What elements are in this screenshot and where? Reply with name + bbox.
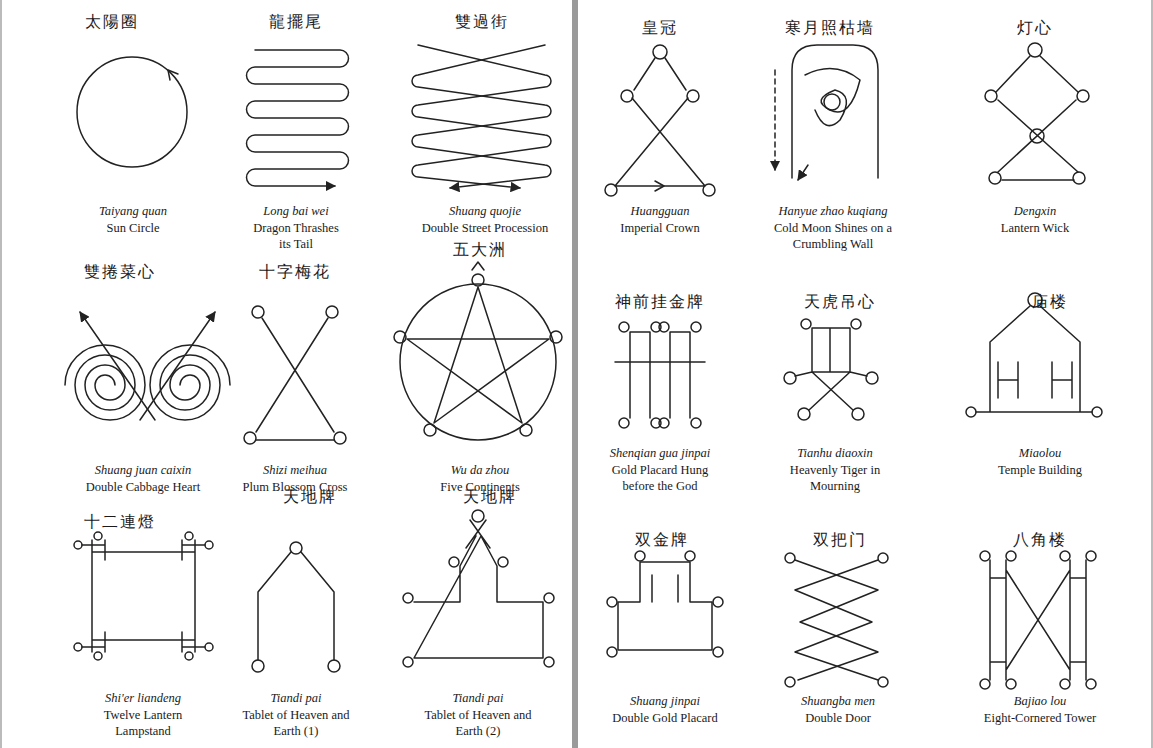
figure-pinyin: Tiandi pai [270,690,321,706]
figure-pinyin: Shi'er liandeng [105,690,181,706]
figure-pinyin: Tiandi pai [452,690,503,706]
figure-caption: Tablet of Heaven and Earth (2) [413,707,543,740]
figure-pinyin: Huangguan [630,203,689,219]
figure-title: 神前挂金牌 [615,292,705,313]
figure-title: 庙楼 [1032,292,1068,313]
figure-title: 天地牌 [283,487,337,508]
figure-caption: Double Door [758,710,918,726]
figure-title: 雙過街 [455,12,509,33]
figure-pinyin: Dengxin [1014,203,1056,219]
figure-caption: Cold Moon Shines on a Crumbling Wall [758,220,908,253]
figure-caption: Gold Placard Hung before the God [595,462,725,495]
figure-caption: Imperial Crown [585,220,735,236]
figure-caption: Tablet of Heaven and Earth (1) [231,707,361,740]
figure-pinyin: Shuang juan caixin [95,462,192,478]
figure-pinyin: Shizi meihua [263,462,327,478]
figure-title: 双金牌 [635,530,689,551]
figure-caption: Eight-Cornered Tower [955,710,1125,726]
figure-title: 雙捲菜心 [84,262,156,283]
figure-title: 寒月照枯墙 [785,18,875,39]
figure-title: 太陽圈 [85,12,139,33]
figure-pinyin: Bajiao lou [1014,693,1066,709]
figure-pinyin: Shuangba men [801,693,875,709]
figure-pinyin: Wu da zhou [451,462,509,478]
figure-title: 五大洲 [453,240,507,261]
figure-title: 皇冠 [642,18,678,39]
figure-pinyin: Shenqian gua jinpai [610,445,711,461]
figure-caption: Double Cabbage Heart [58,479,228,495]
figure-caption: Double Street Procession [400,220,570,236]
figure-pinyin: Tianhu diaoxin [797,445,872,461]
figure-pinyin: Shuang quojie [449,203,521,219]
figure-caption: Temple Building [965,462,1115,478]
figure-caption: Heavenly Tiger in Mourning [780,462,890,495]
figure-title: 龍擺尾 [269,12,323,33]
figure-pinyin: Long bai wei [263,203,328,219]
figure-pinyin: Miaolou [1019,445,1061,461]
figure-title: 十二連燈 [84,512,156,533]
figure-pinyin: Hanyue zhao kuqiang [778,203,887,219]
figure-pinyin: Shuang jinpai [630,693,700,709]
figure-title: 天虎吊心 [804,292,876,313]
figure-title: 灯心 [1017,18,1053,39]
figure-title: 八角楼 [1013,530,1067,551]
figure-caption: Double Gold Placard [585,710,745,726]
figure-title: 十字梅花 [259,262,331,283]
figure-caption: Dragon Thrashes its Tail [250,220,342,253]
figure-title: 双把门 [813,530,867,551]
figure-title: 天地牌 [463,487,517,508]
figure-caption: Twelve Lantern Lampstand [88,707,198,740]
figure-pinyin: Taiyang quan [99,203,167,219]
figure-caption: Lantern Wick [960,220,1110,236]
figure-caption: Sun Circle [48,220,218,236]
